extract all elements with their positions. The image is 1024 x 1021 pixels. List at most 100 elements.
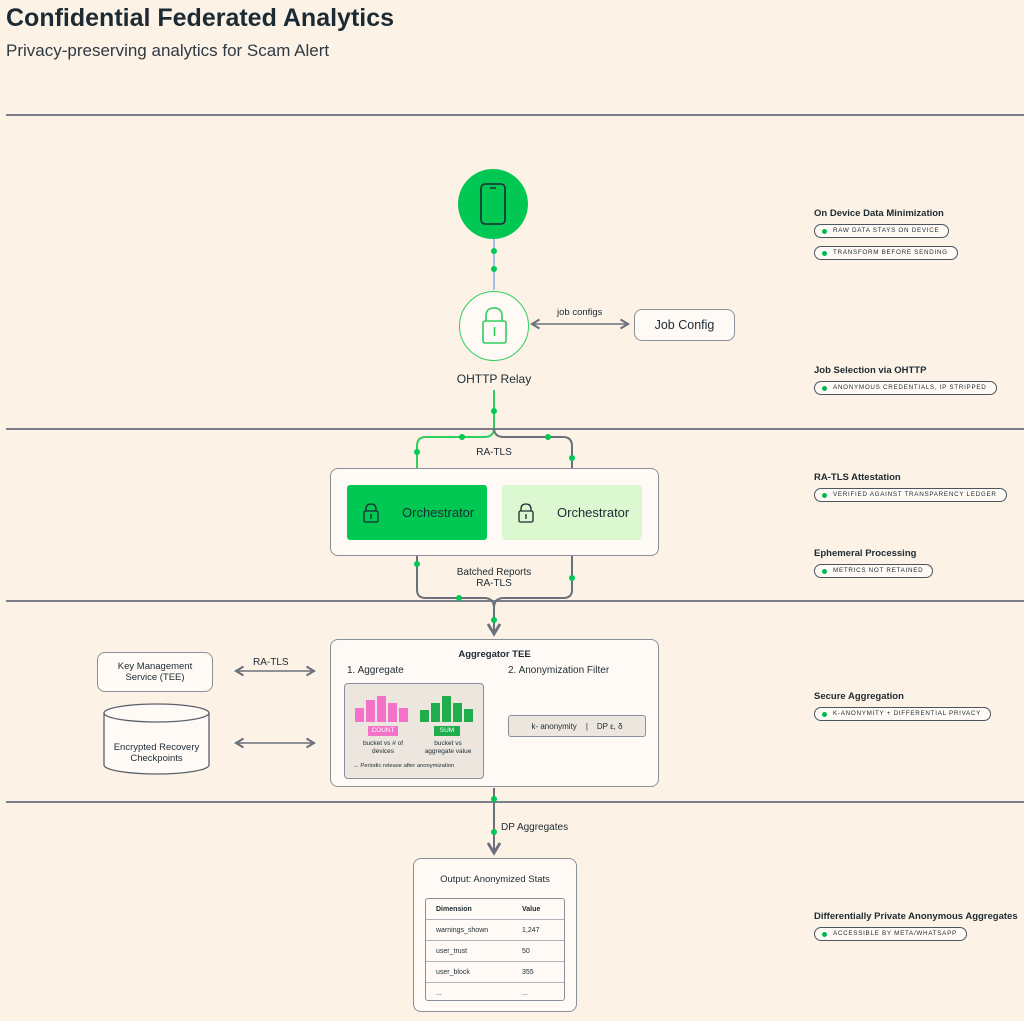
status-dot: [822, 712, 827, 717]
filter-separator: |: [585, 721, 588, 731]
batched-reports-text: Batched Reports: [456, 567, 532, 578]
connector-dot: [491, 408, 497, 414]
connector-dot: [491, 617, 497, 623]
section-divider: [6, 428, 1024, 430]
count-histogram: [355, 696, 410, 722]
pill-label: Verified against transparency ledger: [833, 491, 997, 498]
dp-params-label: DP ε, δ: [596, 721, 623, 731]
output-box: Output: Anonymized Stats Dimension Value…: [413, 858, 577, 1012]
aggregate-panel: COUNT bucket vs # of devices SUM bucket …: [344, 683, 484, 779]
step-aggregate: 1. Aggregate: [347, 665, 404, 676]
connector-dot: [545, 434, 551, 440]
kms-ratls-label: RA-TLS: [253, 657, 289, 668]
status-dot: [822, 932, 827, 937]
lock-icon: [363, 502, 379, 523]
sidebar-pill: Anonymous credentials, IP stripped: [814, 381, 997, 395]
batched-reports-label: Batched Reports RA-TLS: [444, 567, 544, 589]
relay-node: [459, 291, 529, 361]
sidebar-heading-secure-aggregation: Secure Aggregation: [814, 691, 904, 702]
arrow-right-icon: →: [353, 763, 359, 769]
orchestrator-secondary: Orchestrator: [502, 485, 642, 540]
ratls-label: RA-TLS: [476, 447, 512, 458]
sidebar-heading-ratls: RA-TLS Attestation: [814, 472, 901, 483]
sum-tag: SUM: [434, 726, 460, 736]
status-dot: [822, 229, 827, 234]
database-icon: [103, 703, 210, 775]
dimension-cell: user_trust: [426, 940, 512, 962]
orchestrator-secondary-label: Orchestrator: [557, 505, 630, 520]
sum-desc: bucket vs aggregate value: [424, 740, 472, 755]
release-note-text: Periodic release after anonymization: [360, 763, 455, 769]
sidebar-pill: Raw data stays on device: [814, 224, 950, 238]
sum-bar: [442, 696, 451, 722]
pill-label: k-anonymity + differential privacy: [833, 710, 982, 717]
count-bar: [355, 708, 364, 722]
recovery-label: Encrypted Recovery Checkpoints: [113, 742, 200, 764]
device-node: [458, 169, 528, 239]
count-tag: COUNT: [368, 726, 398, 736]
table-header-row: Dimension Value: [426, 899, 564, 920]
sidebar-pill: Accessible by Meta/WhatsApp: [814, 927, 967, 941]
connector-dot: [414, 449, 420, 455]
value-cell: 1,247: [512, 919, 564, 941]
ratls-line-b: [493, 427, 580, 483]
connector-dot: [491, 266, 497, 272]
lock-icon: [518, 502, 534, 523]
orchestrator-primary: Orchestrator: [347, 485, 487, 540]
table-row: ......: [426, 983, 564, 1001]
aggregator-tee: Aggregator TEE 1. Aggregate 2. Anonymiza…: [330, 639, 659, 787]
count-desc: bucket vs # of devices: [362, 740, 404, 755]
ratls-line-a: [409, 427, 495, 483]
sidebar-pill: k-anonymity + differential privacy: [814, 707, 992, 721]
count-bar: [366, 700, 375, 722]
phone-icon: [480, 183, 506, 225]
release-note: → Periodic release after anonymization: [353, 763, 454, 769]
connector-dot: [569, 455, 575, 461]
job-configs-label: job configs: [557, 307, 603, 318]
anonymization-filter: k- anonymity | DP ε, δ: [508, 715, 646, 737]
sidebar-heading-ephemeral: Ephemeral Processing: [814, 548, 917, 559]
sidebar-heading-job-selection: Job Selection via OHTTP: [814, 365, 927, 376]
pill-label: Raw data stays on device: [833, 227, 940, 234]
step-anonymization: 2. Anonymization Filter: [508, 665, 610, 676]
value-cell: 355: [512, 961, 564, 983]
connector-dot: [414, 561, 420, 567]
k-anonymity-label: k- anonymity: [531, 721, 577, 731]
connector-dot: [491, 248, 497, 254]
status-dot: [822, 493, 827, 498]
count-bar: [388, 703, 397, 722]
orchestrator-primary-label: Orchestrator: [402, 505, 475, 520]
connector-dot: [491, 829, 497, 835]
page-title: Confidential Federated Analytics: [6, 4, 395, 32]
connector-dot: [456, 595, 462, 601]
section-divider: [6, 114, 1024, 116]
sidebar-pill: Metrics not retained: [814, 564, 934, 578]
batched-ratls-text: RA-TLS: [476, 578, 512, 589]
section-divider: [6, 600, 1024, 602]
output-title: Output: Anonymized Stats: [440, 874, 550, 885]
status-dot: [822, 386, 827, 391]
count-bar: [399, 708, 408, 722]
column-header: Dimension: [426, 899, 512, 920]
pill-label: Anonymous credentials, IP stripped: [833, 384, 987, 391]
dimension-cell: warnings_shown: [426, 919, 512, 941]
column-header: Value: [512, 899, 564, 920]
connector-dot: [491, 796, 497, 802]
connector-dot: [569, 575, 575, 581]
count-bar: [377, 696, 386, 722]
batched-line-b: [493, 541, 573, 609]
sum-bar: [431, 703, 440, 722]
job-config-box: Job Config: [634, 309, 735, 341]
dimension-cell: user_block: [426, 961, 512, 983]
sidebar-pill: Verified against transparency ledger: [814, 488, 1007, 502]
connector-dot: [459, 434, 465, 440]
sum-histogram: [420, 696, 475, 722]
pill-label: Transform before sending: [833, 249, 948, 256]
pill-label: Accessible by Meta/WhatsApp: [833, 930, 957, 937]
sidebar-heading-on-device: On Device Data Minimization: [814, 208, 944, 219]
job-config-label: Job Config: [654, 318, 715, 332]
